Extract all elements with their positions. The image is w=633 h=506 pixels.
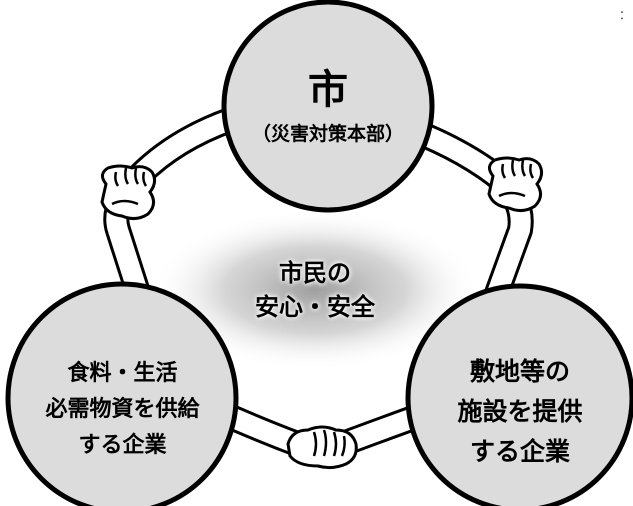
right-company-line-3: する企業	[469, 437, 570, 466]
right-company-circle	[405, 283, 633, 506]
center-glow	[150, 210, 480, 370]
left-company-circle	[5, 281, 239, 506]
handshake-icon	[487, 156, 544, 213]
handshake-icon	[100, 164, 157, 221]
city-subtitle: （災害対策本部）	[251, 123, 404, 145]
left-company-line-1: 食料・生活	[67, 361, 178, 386]
left-company-line-2: 必需物資を供給	[45, 397, 200, 422]
center-line-1: 市民の	[279, 259, 351, 287]
left-company-line-3: する企業	[78, 433, 167, 458]
city-circle	[221, 0, 435, 213]
corner-mark: ：	[618, 8, 631, 22]
handshake-icon	[286, 425, 358, 470]
city-title: 市	[308, 67, 348, 113]
center-line-2: 安心・安全	[255, 293, 375, 321]
right-company-line-1: 敷地等の	[469, 357, 570, 386]
left-company-label: 食料・生活 必需物資を供給 する企業	[10, 356, 235, 464]
right-company-label: 敷地等の 施設を提供 する企業	[420, 352, 620, 472]
center-message: 市民の 安心・安全	[215, 256, 415, 324]
right-company-line-2: 施設を提供	[457, 397, 583, 426]
